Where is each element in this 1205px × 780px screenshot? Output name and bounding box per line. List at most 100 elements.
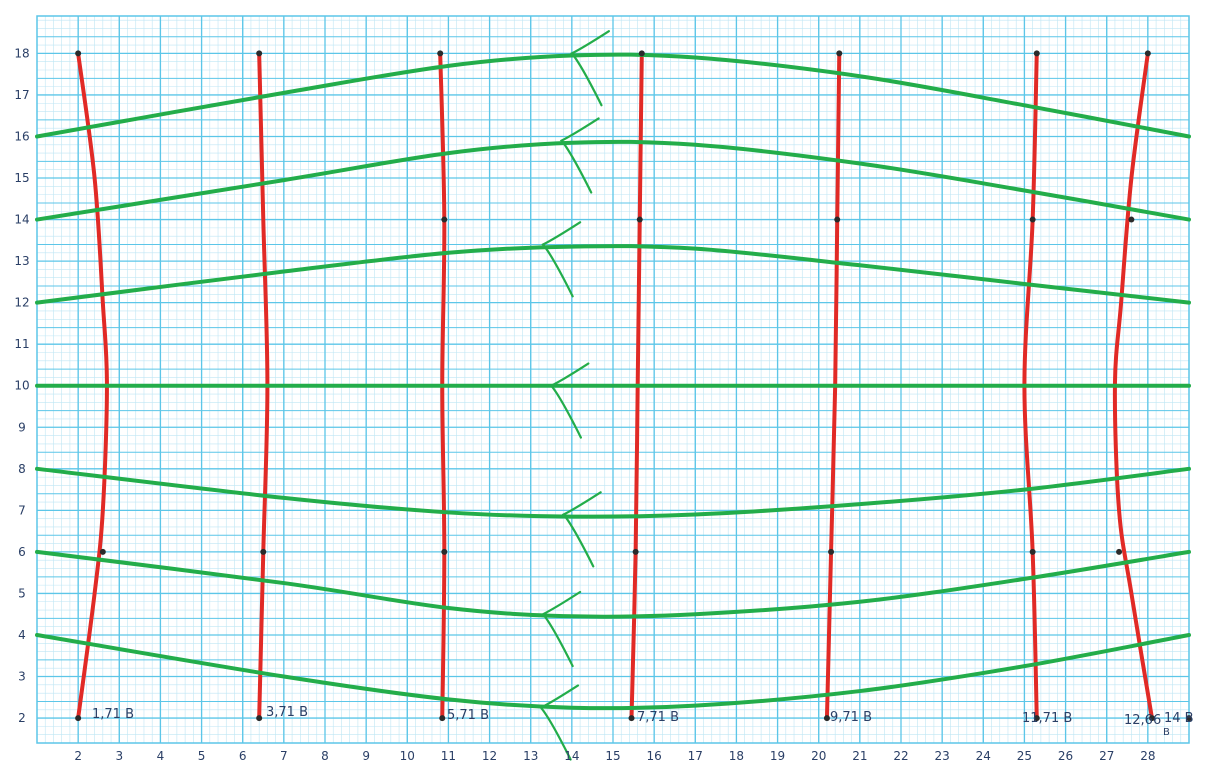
x-tick-3: 3 bbox=[115, 749, 123, 763]
x-tick-28: 28 bbox=[1140, 749, 1155, 763]
marker-dot bbox=[99, 548, 106, 555]
x-tick-16: 16 bbox=[647, 749, 662, 763]
marker-dot bbox=[441, 548, 448, 555]
y-tick-3: 3 bbox=[18, 670, 26, 684]
x-tick-15: 15 bbox=[605, 749, 620, 763]
marker-dot bbox=[1116, 548, 1123, 555]
marker-dot bbox=[638, 50, 645, 57]
x-tick-5: 5 bbox=[198, 749, 206, 763]
y-tick-18: 18 bbox=[14, 46, 29, 60]
y-tick-14: 14 bbox=[14, 213, 29, 227]
x-tick-14: 14 bbox=[564, 749, 579, 763]
x-tick-7: 7 bbox=[280, 749, 288, 763]
green-curve-6 bbox=[35, 549, 1191, 619]
y-tick-6: 6 bbox=[18, 545, 26, 559]
annotation-5-71b: 5,71 B bbox=[447, 708, 489, 723]
grid-frame bbox=[36, 15, 1190, 744]
marker-dot bbox=[834, 216, 841, 223]
marker-dot bbox=[1128, 216, 1135, 223]
marker-dot bbox=[75, 50, 82, 57]
y-tick-5: 5 bbox=[18, 586, 26, 600]
y-tick-13: 13 bbox=[14, 254, 29, 268]
marker-dot bbox=[256, 50, 263, 57]
green-curve-3 bbox=[35, 244, 1191, 305]
flow-arrows bbox=[539, 30, 610, 761]
marker-dot bbox=[439, 715, 446, 722]
y-tick-17: 17 bbox=[14, 88, 29, 102]
marker-dot bbox=[75, 715, 82, 722]
x-tick-24: 24 bbox=[976, 749, 991, 763]
annotation-3-71b: 3,71 B bbox=[266, 705, 308, 720]
x-tick-8: 8 bbox=[321, 749, 329, 763]
marker-dot bbox=[437, 50, 444, 57]
y-tick-2: 2 bbox=[18, 711, 26, 725]
marker-dot bbox=[1029, 548, 1036, 555]
green-curve-1 bbox=[35, 52, 1191, 139]
marker-dot bbox=[636, 216, 643, 223]
x-tick-25: 25 bbox=[1017, 749, 1032, 763]
annotation-14b: 14 B bbox=[1164, 711, 1194, 726]
green-curve-5 bbox=[35, 466, 1191, 519]
y-tick-10: 10 bbox=[14, 379, 29, 393]
marker-dot bbox=[1033, 715, 1040, 722]
arrowhead-4 bbox=[549, 362, 590, 439]
green-curves bbox=[35, 52, 1191, 711]
annotation-7-71b: 7,71 B bbox=[637, 710, 679, 725]
marker-dot bbox=[628, 715, 635, 722]
y-tick-15: 15 bbox=[14, 171, 29, 185]
x-tick-18: 18 bbox=[729, 749, 744, 763]
x-tick-2: 2 bbox=[74, 749, 82, 763]
arrowhead-3 bbox=[541, 221, 582, 298]
x-tick-9: 9 bbox=[362, 749, 370, 763]
marker-dot bbox=[1186, 715, 1192, 722]
marker-dot bbox=[256, 715, 263, 722]
x-tick-13: 13 bbox=[523, 749, 538, 763]
y-tick-7: 7 bbox=[18, 503, 26, 517]
arrowhead-2 bbox=[559, 117, 600, 194]
annotation-b: B bbox=[1163, 727, 1170, 738]
marker-dot bbox=[260, 548, 267, 555]
x-tick-26: 26 bbox=[1058, 749, 1073, 763]
y-tick-8: 8 bbox=[18, 462, 26, 476]
x-tick-17: 17 bbox=[688, 749, 703, 763]
y-tick-11: 11 bbox=[14, 337, 29, 351]
green-curve-7 bbox=[35, 632, 1191, 711]
x-tick-10: 10 bbox=[400, 749, 415, 763]
y-tick-16: 16 bbox=[14, 129, 29, 143]
x-tick-11: 11 bbox=[441, 749, 456, 763]
annotation-1-71b: 1,71 B bbox=[92, 707, 134, 722]
x-tick-27: 27 bbox=[1099, 749, 1114, 763]
marker-dot bbox=[1029, 216, 1036, 223]
annotation-12-66: 12,66 bbox=[1124, 713, 1161, 728]
annotation-9-71b: 9,71 B bbox=[830, 710, 872, 725]
line-annotations: 1,71 B 3,71 B 5,71 B 7,71 B 9,71 B 11,71… bbox=[92, 705, 1194, 738]
arrowhead-7 bbox=[539, 684, 580, 761]
marker-dot bbox=[828, 548, 835, 555]
marker-dot bbox=[1144, 50, 1151, 57]
x-tick-21: 21 bbox=[852, 749, 867, 763]
x-tick-23: 23 bbox=[935, 749, 950, 763]
x-tick-22: 22 bbox=[893, 749, 908, 763]
arrowhead-6 bbox=[541, 590, 582, 668]
marker-dot bbox=[441, 216, 448, 223]
marker-dot bbox=[836, 50, 843, 57]
marker-dot bbox=[1148, 715, 1155, 722]
x-tick-12: 12 bbox=[482, 749, 497, 763]
annotation-11-71b: 11,71 B bbox=[1022, 711, 1072, 726]
y-tick-labels: 2 3 4 5 6 7 8 9 10 11 12 13 14 15 16 17 18 bbox=[14, 46, 29, 725]
x-tick-4: 4 bbox=[157, 749, 165, 763]
x-tick-19: 19 bbox=[770, 749, 785, 763]
x-tick-6: 6 bbox=[239, 749, 247, 763]
y-tick-4: 4 bbox=[18, 628, 26, 642]
marker-dots bbox=[75, 50, 1192, 722]
x-tick-20: 20 bbox=[811, 749, 826, 763]
y-tick-9: 9 bbox=[18, 420, 26, 434]
y-tick-12: 12 bbox=[14, 296, 29, 310]
marker-dot bbox=[632, 548, 639, 555]
marker-dot bbox=[823, 715, 830, 722]
